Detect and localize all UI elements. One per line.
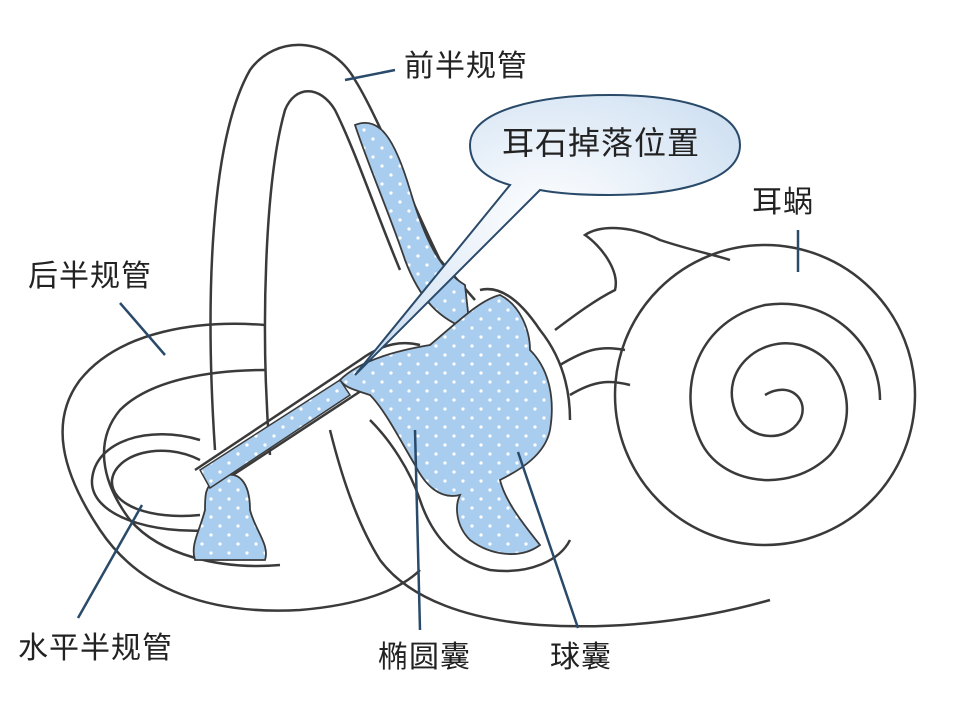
- label-horizontal-canal: 水平半规管: [18, 631, 173, 666]
- leader-posterior: [119, 302, 166, 356]
- vestibule-wall: [369, 287, 572, 573]
- leader-horizontal: [76, 504, 144, 619]
- ampulla-tube: [194, 341, 421, 492]
- label-anterior-canal: 前半规管: [404, 49, 528, 84]
- label-posterior-canal: 后半规管: [28, 259, 152, 294]
- anterior-canal-fluid: [353, 122, 472, 332]
- label-cochlea: 耳蜗: [752, 185, 814, 220]
- label-otolith-location: 耳石掉落位置: [502, 124, 701, 162]
- callout-bubble: [354, 93, 742, 376]
- cochlea-spiral: [689, 302, 882, 482]
- leader-anterior: [344, 68, 396, 82]
- vestibule-fluid: [338, 294, 553, 555]
- ampulla-fluid: [199, 378, 352, 490]
- label-saccule: 球囊: [550, 640, 612, 675]
- horizontal-canal-fluid: [192, 473, 267, 561]
- leader-saccule: [516, 451, 580, 629]
- leader-utricle: [413, 429, 422, 631]
- label-utricle: 椭圆囊: [378, 640, 471, 675]
- lower-bony-outline: [328, 429, 771, 628]
- horizontal-canal-outline: [90, 433, 216, 532]
- cochlear-duct: [554, 226, 731, 397]
